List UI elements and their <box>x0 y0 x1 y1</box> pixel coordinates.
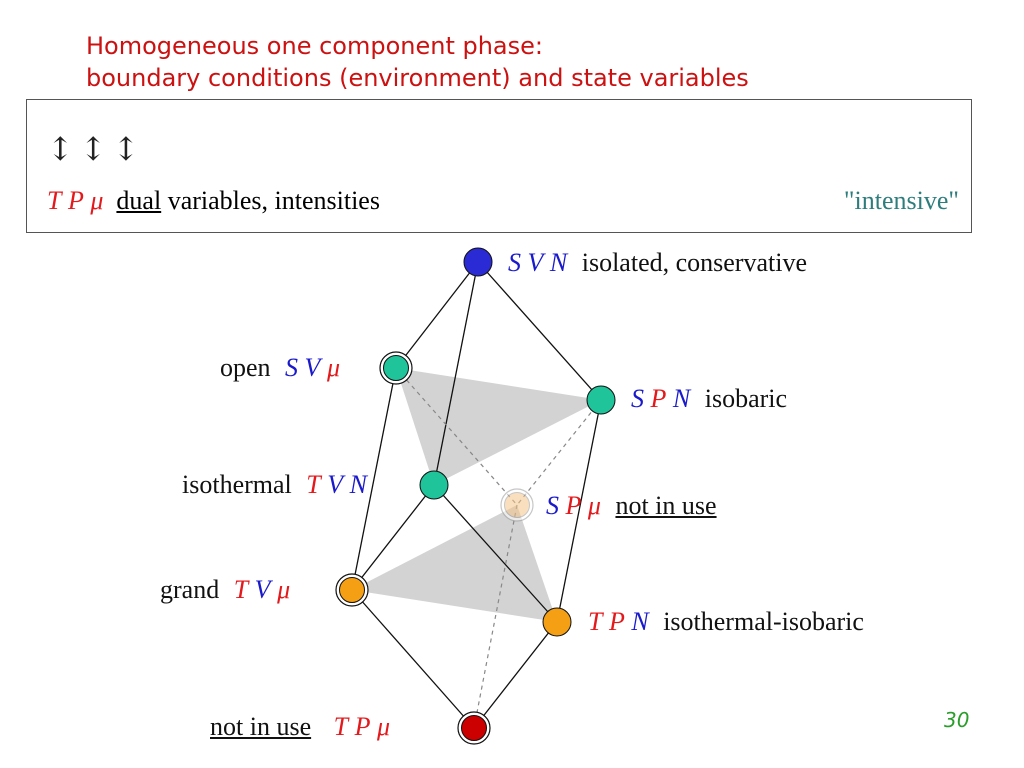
edge-TVN-TPN <box>433 484 558 623</box>
var-V: V <box>527 248 544 277</box>
dual-variables-line: T P μ dual variables, intensities <box>47 186 380 216</box>
node-label-open: open <box>220 353 271 382</box>
edge-SVmu-TVmu <box>351 367 397 591</box>
var-mu: μ <box>376 712 391 741</box>
edge-SVN-SPN <box>477 261 602 401</box>
edge-SPmu-TPmu <box>473 504 518 729</box>
var-V: V <box>304 353 321 382</box>
node-SPmu <box>500 488 534 522</box>
edge-SPN-TPN <box>556 399 602 623</box>
var-T: T <box>233 575 249 604</box>
var-T: T <box>333 712 349 741</box>
edge-SVN-SVmu <box>395 261 479 369</box>
var-N: N <box>631 607 649 636</box>
label-TPmu: not in use T P μ <box>210 712 390 742</box>
var-P: P <box>67 186 84 215</box>
node-label-isothermal: isothermal <box>182 470 292 499</box>
label-SPmu: S P μ not in use <box>546 491 717 521</box>
var-T: T <box>588 607 603 636</box>
node-label-grand: grand <box>160 575 220 604</box>
solid-edges <box>351 261 602 729</box>
label-SPN: S P N isobaric <box>631 384 787 414</box>
node-TVN <box>419 470 449 500</box>
lower-shaded-triangle <box>352 505 557 622</box>
edge-TVmu-TPmu <box>351 589 475 729</box>
node-label-isolated: isolated, conservative <box>581 248 807 277</box>
title-line-1: Homogeneous one component phase: <box>86 32 543 60</box>
var-S: S <box>546 491 559 520</box>
edge-SPN-SPmu <box>516 399 602 506</box>
label-SVN: S V N isolated, conservative <box>508 248 807 278</box>
page-number: 30 <box>944 708 970 732</box>
edge-SVmu-SPmu <box>395 367 518 506</box>
var-T: T <box>306 470 321 499</box>
node-label-isobaric: isobaric <box>704 384 788 413</box>
node-SVN <box>463 247 493 277</box>
node-SPN <box>586 385 616 415</box>
node-label-not-in-use: not in use <box>210 712 312 741</box>
intensive-label: "intensive" <box>843 186 959 215</box>
title-line-2: boundary conditions (environment) and st… <box>86 64 749 92</box>
dual-word: dual <box>116 186 162 215</box>
variables-box: ↕↕↕ T P μ dual variables, intensities "i… <box>26 99 972 233</box>
var-mu: μ <box>90 186 104 215</box>
node-TPN <box>542 607 572 637</box>
var-P: P <box>608 607 625 636</box>
node-TVmu <box>335 573 369 607</box>
var-N: N <box>349 470 367 499</box>
var-mu: μ <box>587 491 601 520</box>
var-P: P <box>650 384 667 413</box>
label-TVN: isothermal T V N <box>182 470 367 500</box>
slide-title: Homogeneous one component phase: boundar… <box>86 30 749 94</box>
var-V: V <box>254 575 271 604</box>
var-N: N <box>549 248 568 277</box>
var-S: S <box>508 248 521 277</box>
node-TPmu <box>457 711 491 745</box>
edge-TPN-TPmu <box>473 621 558 729</box>
variables-description: variables, intensities <box>167 186 380 215</box>
label-TVmu: grand T V μ <box>160 575 290 605</box>
var-S: S <box>631 384 644 413</box>
edge-TVN-TVmu <box>351 484 435 591</box>
node-SVmu <box>379 351 413 385</box>
var-N: N <box>672 384 691 413</box>
var-T: T <box>47 186 62 215</box>
var-mu: μ <box>326 353 340 382</box>
dashed-edges <box>395 367 602 729</box>
var-V: V <box>327 470 344 499</box>
up-down-arrow-icons: ↕↕↕ <box>47 130 146 168</box>
var-P: P <box>354 712 371 741</box>
label-SVmu: open S V μ <box>220 353 340 383</box>
edge-SVN-TVN <box>433 261 479 486</box>
var-S: S <box>285 353 299 382</box>
node-label-isothermal-isobaric: isothermal-isobaric <box>663 607 864 636</box>
upper-shaded-triangle <box>396 368 601 485</box>
var-P: P <box>565 491 582 520</box>
label-TPN: T P N isothermal-isobaric <box>588 607 864 637</box>
var-mu: μ <box>277 575 291 604</box>
node-label-not-in-use: not in use <box>615 491 717 520</box>
